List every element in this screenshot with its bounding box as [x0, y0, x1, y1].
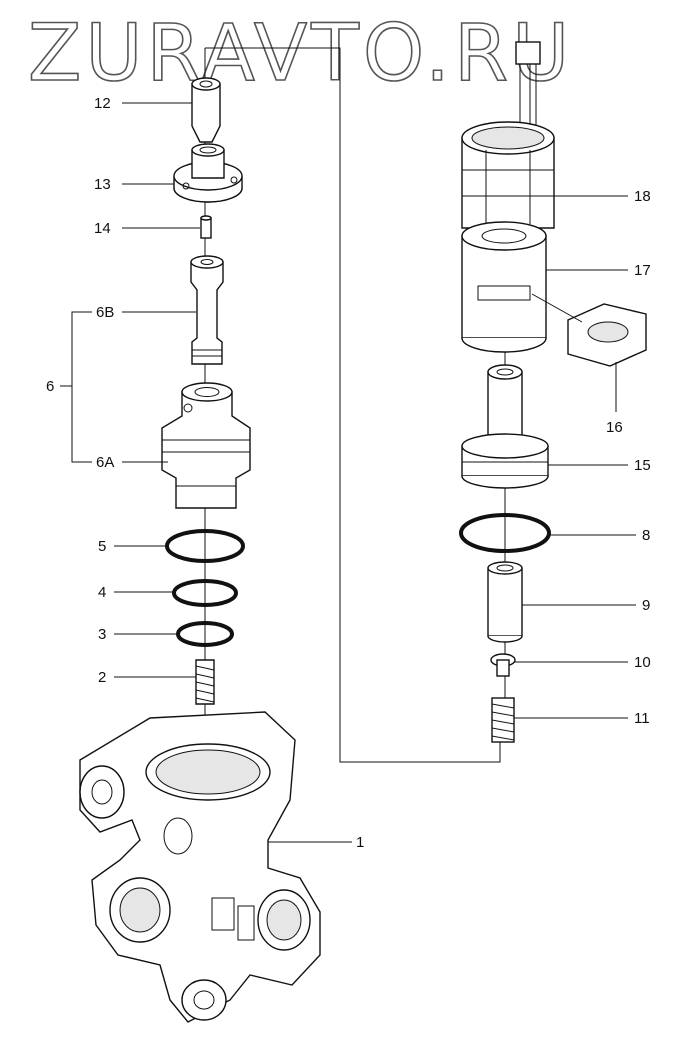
label-5: 5	[98, 538, 106, 555]
label-16: 16	[606, 419, 623, 436]
part-11-spring	[491, 697, 515, 743]
label-1: 1	[356, 834, 364, 851]
part-13-flange	[173, 143, 243, 203]
assembly-connector-line	[205, 47, 501, 763]
label-14: 14	[94, 220, 111, 237]
label-6: 6	[46, 378, 54, 395]
part-6b-stem	[190, 255, 224, 365]
part-1-main-body	[79, 711, 321, 1023]
label-6a: 6A	[96, 454, 114, 471]
part-10-valve-seat	[490, 653, 516, 677]
label-2: 2	[98, 669, 106, 686]
label-4: 4	[98, 584, 106, 601]
part-17-cylinder	[461, 221, 547, 353]
part-15-piston	[461, 364, 549, 489]
part-16-washer	[567, 303, 647, 367]
part-4-oring	[172, 579, 238, 607]
label-17: 17	[634, 262, 651, 279]
part-5-oring	[165, 529, 245, 563]
label-13: 13	[94, 176, 111, 193]
watermark-text: ZURAVTO.RU	[28, 9, 573, 99]
label-10: 10	[634, 654, 651, 671]
part-14-pin	[200, 215, 212, 239]
part-12-nozzle	[191, 77, 221, 143]
label-15: 15	[634, 457, 651, 474]
part-8-oring	[459, 513, 551, 553]
label-18: 18	[634, 188, 651, 205]
label-11: 11	[634, 710, 650, 727]
label-9: 9	[642, 597, 650, 614]
label-3: 3	[98, 626, 106, 643]
label-12: 12	[94, 95, 111, 112]
part-6a-valve-insert	[161, 382, 251, 509]
part-18-housing	[461, 41, 555, 229]
part-9-sleeve	[487, 561, 523, 643]
part-2-spring	[195, 659, 215, 705]
label-6b: 6B	[96, 304, 114, 321]
group-6-bracket	[71, 311, 92, 463]
label-8: 8	[642, 527, 650, 544]
leader-16a	[531, 293, 583, 323]
